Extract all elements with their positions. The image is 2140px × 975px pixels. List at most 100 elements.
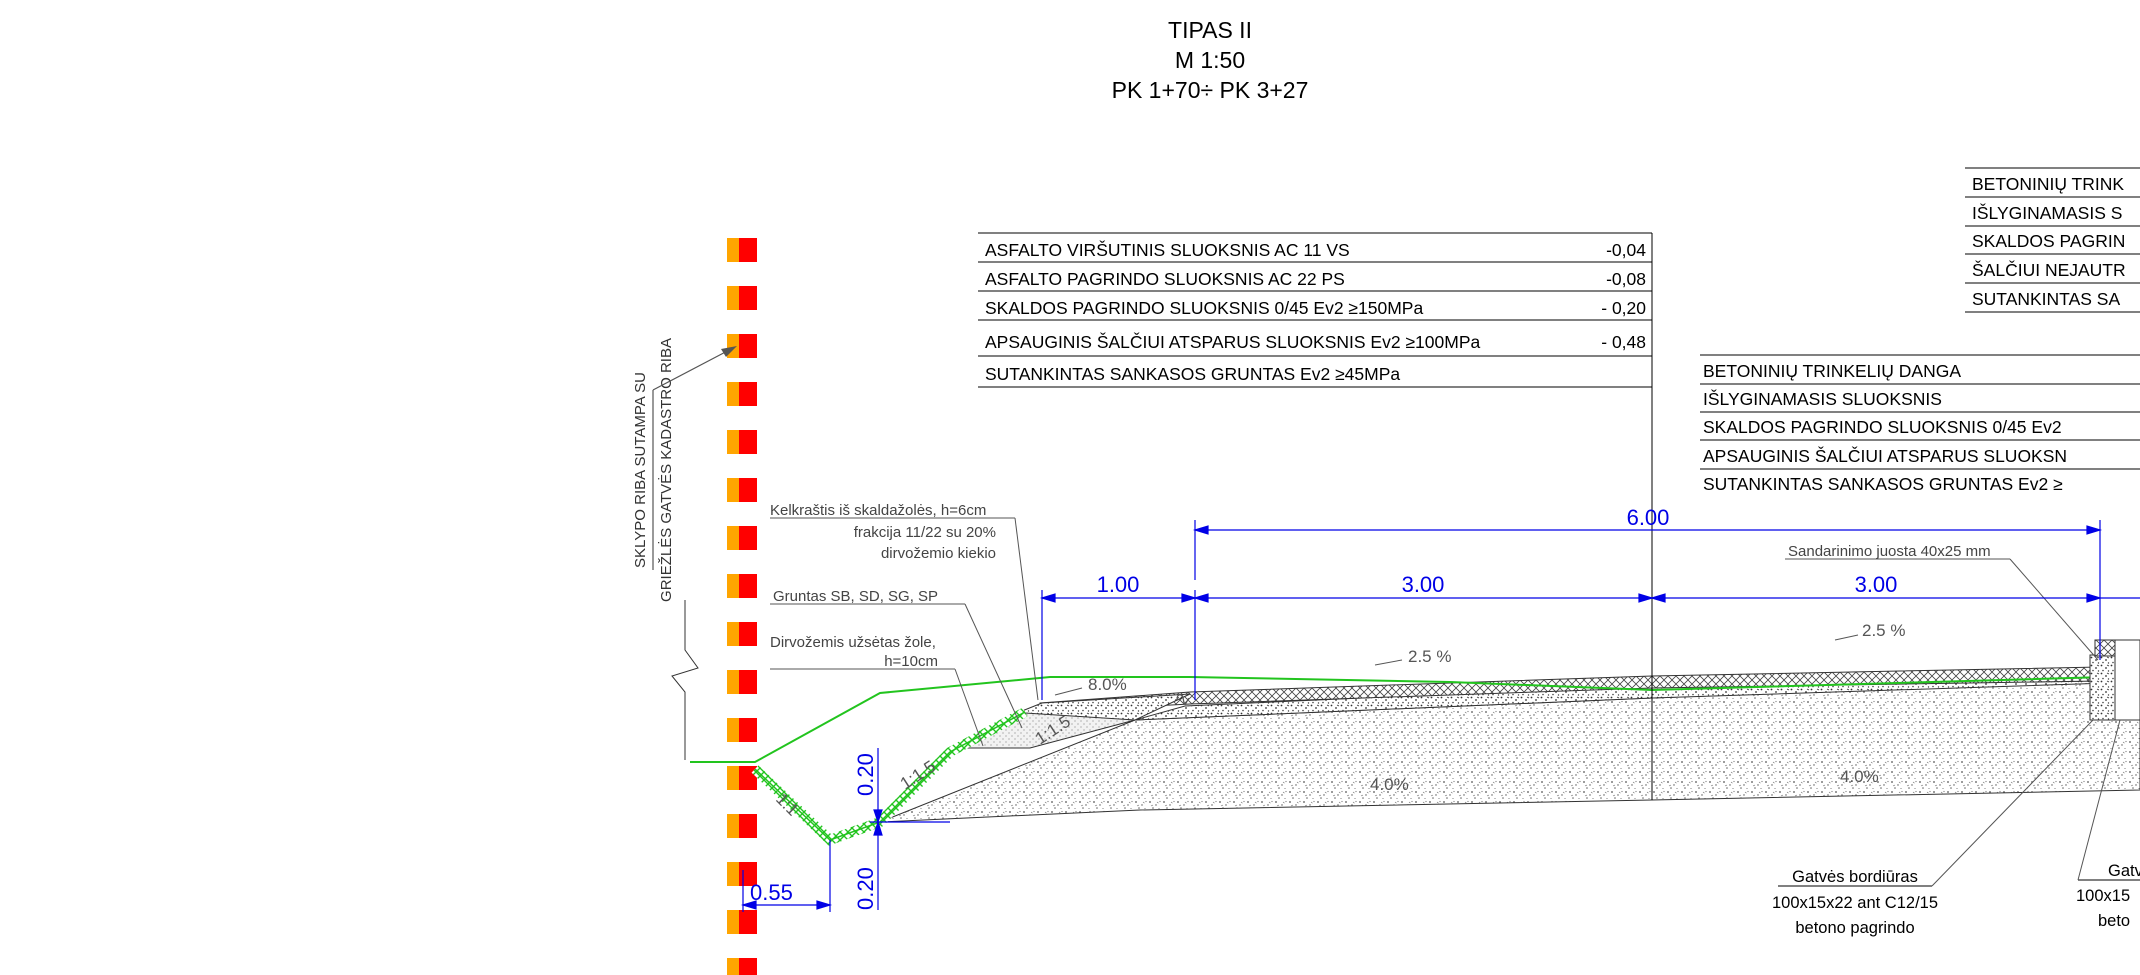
title-range: PK 1+70÷ PK 3+27 — [1112, 77, 1309, 103]
paving-row-name: IŠLYGINAMASIS SLUOKSNIS — [1703, 388, 1942, 409]
boundary-segment-orange — [727, 526, 739, 550]
curb-note-line1: Gatvės bordiūras — [1792, 868, 1918, 886]
asphalt-row-name: ASFALTO VIRŠUTINIS SLUOKSNIS AC 11 VS — [985, 239, 1350, 260]
boundary-segment-red — [739, 574, 757, 598]
seal-note-text: Sandarinimo juosta 40x25 mm — [1788, 543, 1991, 560]
boundary-segment-orange — [727, 670, 739, 694]
paving-row: BETONINIŲ TRINKELIŲ DANGA — [1703, 361, 1961, 381]
dimensions — [740, 520, 2140, 912]
asphalt-row-name: SKALDOS PAGRINDO SLUOKSNIS 0/45 Ev2 ≥150… — [985, 298, 1423, 318]
dim-total: 6.00 — [1627, 505, 1670, 530]
property-boundary-line — [727, 238, 757, 975]
dim-ditch-depth: 0.20 — [853, 753, 878, 796]
topsoil-note-line1: Dirvožemis užsėtas žole, — [770, 634, 936, 651]
asphalt-row: ASFALTO PAGRINDO SLUOKSNIS AC 22 PS -0,0… — [985, 269, 1646, 289]
paving-row: IŠLYGINAMASIS SLUOKSNIS — [1703, 388, 1942, 409]
boundary-label: SKLYPO RIBA SUTAMPA SU GRIEŽLĖS GATVĖS K… — [632, 338, 737, 760]
boundary-segment-orange — [727, 286, 739, 310]
boundary-segment-red — [739, 526, 757, 550]
boundary-segment-red — [739, 958, 757, 975]
drawing-title: TIPAS II M 1:50 PK 1+70÷ PK 3+27 — [1112, 17, 1309, 103]
curb-note-right-line2: 100x15 — [2076, 887, 2130, 905]
boundary-segment-orange — [727, 238, 739, 262]
paving-row-name: SUTANKINTAS SANKASOS GRUNTAS Ev2 ≥ — [1703, 474, 2063, 494]
boundary-segment-orange — [727, 574, 739, 598]
asphalt-row-name: SUTANKINTAS SANKASOS GRUNTAS Ev2 ≥45MPa — [985, 364, 1400, 384]
boundary-segment-orange — [727, 718, 739, 742]
dim-shoulder: 1.00 — [1097, 572, 1140, 597]
shoulder-note: Kelkraštis iš skaldažolės, h=6cm frakcij… — [770, 502, 1039, 701]
dim-ditch-offset: 0.55 — [750, 880, 793, 905]
curb-note-line3: betono pagrindo — [1795, 919, 1914, 937]
topsoil-note: Dirvožemis užsėtas žole, h=10cm — [770, 634, 984, 747]
asphalt-row-value: - 0,48 — [1601, 332, 1646, 352]
boundary-segment-orange — [727, 622, 739, 646]
boundary-label-line1: SKLYPO RIBA SUTAMPA SU — [632, 372, 649, 568]
slope-lane-left: 2.5 % — [1408, 647, 1451, 666]
asphalt-row-value: -0,08 — [1606, 269, 1646, 289]
slope-sub-right: 4.0% — [1840, 767, 1879, 786]
paving-right-row-name: ŠALČIUI NEJAUTR — [1972, 259, 2126, 280]
boundary-segment-orange — [727, 766, 739, 790]
boundary-segment-red — [739, 334, 757, 358]
paving-right-row-name: BETONINIŲ TRINK — [1972, 174, 2124, 194]
paving-right-row-name: IŠLYGINAMASIS S — [1972, 202, 2122, 223]
dimension-labels: 6.00 1.00 3.00 3.00 0.20 0.20 0.55 — [750, 505, 1897, 910]
soil-note: Gruntas SB, SD, SG, SP — [770, 588, 1023, 729]
paving-row: APSAUGINIS ŠALČIUI ATSPARUS SLUOKSN — [1703, 445, 2067, 466]
road-structure — [690, 233, 2140, 846]
dim-lane-right: 3.00 — [1855, 572, 1898, 597]
boundary-segment-red — [739, 286, 757, 310]
shoulder-note-line1: Kelkraštis iš skaldažolės, h=6cm — [770, 502, 986, 519]
boundary-segment-red — [739, 622, 757, 646]
asphalt-row-value: - 0,20 — [1601, 298, 1646, 318]
asphalt-layers-table: ASFALTO VIRŠUTINIS SLUOKSNIS AC 11 VS -0… — [978, 232, 1653, 800]
topsoil-note-line2: h=10cm — [884, 653, 938, 670]
boundary-segment-red — [739, 382, 757, 406]
asphalt-row-name: ASFALTO PAGRINDO SLUOKSNIS AC 22 PS — [985, 269, 1345, 289]
boundary-segment-orange — [727, 958, 739, 975]
asphalt-row-value: -0,04 — [1606, 240, 1646, 260]
dim-lane-left: 3.00 — [1402, 572, 1445, 597]
paving-row-name: SKALDOS PAGRINDO SLUOKSNIS 0/45 Ev2 — [1703, 417, 2062, 437]
asphalt-row-name: APSAUGINIS ŠALČIUI ATSPARUS SLUOKSNIS Ev… — [985, 331, 1481, 352]
boundary-segment-red — [739, 718, 757, 742]
boundary-segment-orange — [727, 910, 739, 934]
curb — [2089, 639, 2140, 721]
slope-sub-left: 4.0% — [1370, 775, 1409, 794]
paving-layers-table: BETONINIŲ TRINKELIŲ DANGA IŠLYGINAMASIS … — [1700, 354, 2140, 494]
asphalt-row: SKALDOS PAGRINDO SLUOKSNIS 0/45 Ev2 ≥150… — [985, 298, 1646, 318]
paving-right-row-name: SKALDOS PAGRIN — [1972, 231, 2125, 251]
boundary-segment-red — [739, 814, 757, 838]
boundary-segment-orange — [727, 862, 739, 886]
curb-note-line2: 100x15x22 ant C12/15 — [1772, 894, 1938, 912]
paving-row-name: BETONINIŲ TRINKELIŲ DANGA — [1703, 361, 1961, 381]
dim-ditch-bottom: 0.20 — [853, 867, 878, 910]
boundary-segment-red — [739, 430, 757, 454]
boundary-segment-orange — [727, 382, 739, 406]
slope-lane-right: 2.5 % — [1862, 621, 1905, 640]
curb-note-right: Gatv 100x15 beto — [2076, 719, 2140, 930]
curb-note-right-line1: Gatv — [2108, 862, 2140, 880]
paving-layers-table-right: BETONINIŲ TRINK IŠLYGINAMASIS S SKALDOS … — [1965, 167, 2140, 313]
paving-right-row-name: SUTANKINTAS SA — [1972, 289, 2120, 309]
curb-note: Gatvės bordiūras 100x15x22 ant C12/15 be… — [1772, 719, 2094, 937]
title-type: TIPAS II — [1168, 17, 1252, 43]
boundary-segment-orange — [727, 430, 739, 454]
boundary-segment-orange — [727, 478, 739, 502]
boundary-segment-red — [739, 478, 757, 502]
boundary-label-line2: GRIEŽLĖS GATVĖS KADASTRO RIBA — [657, 338, 675, 602]
shoulder-note-line3: dirvožemio kiekio — [881, 545, 996, 562]
paving-row: SKALDOS PAGRINDO SLUOKSNIS 0/45 Ev2 — [1703, 417, 2062, 437]
boundary-segment-red — [739, 670, 757, 694]
boundary-segment-orange — [727, 814, 739, 838]
boundary-segment-red — [739, 766, 757, 790]
boundary-segment-red — [739, 910, 757, 934]
soil-note-text: Gruntas SB, SD, SG, SP — [773, 588, 938, 605]
asphalt-row: SUTANKINTAS SANKASOS GRUNTAS Ev2 ≥45MPa — [985, 364, 1400, 384]
existing-ground-line — [690, 675, 2140, 763]
boundary-segment-orange — [727, 334, 739, 358]
boundary-segment-red — [739, 238, 757, 262]
title-scale: M 1:50 — [1175, 47, 1245, 73]
